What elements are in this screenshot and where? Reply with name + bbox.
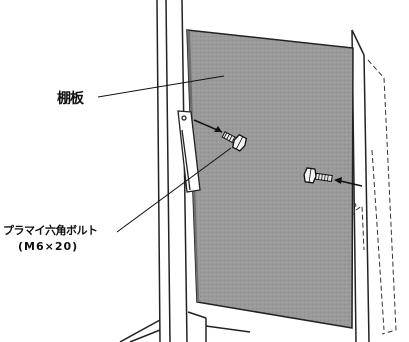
- bolt-name-label: プラマイ六角ボルト: [3, 224, 98, 237]
- left-bracket: [177, 110, 201, 193]
- left-upright-post: [156, 0, 188, 342]
- left-hex-bolt-icon: [193, 119, 248, 152]
- shelf-board-leader-line: [97, 75, 225, 98]
- shelf-board-label: 棚板: [57, 91, 84, 107]
- hidden-side-frame: [343, 59, 397, 335]
- bolt-leader-line: [116, 147, 232, 233]
- bolt-size-label: (M6×20): [18, 240, 79, 253]
- right-hex-bolt-icon: [303, 167, 363, 187]
